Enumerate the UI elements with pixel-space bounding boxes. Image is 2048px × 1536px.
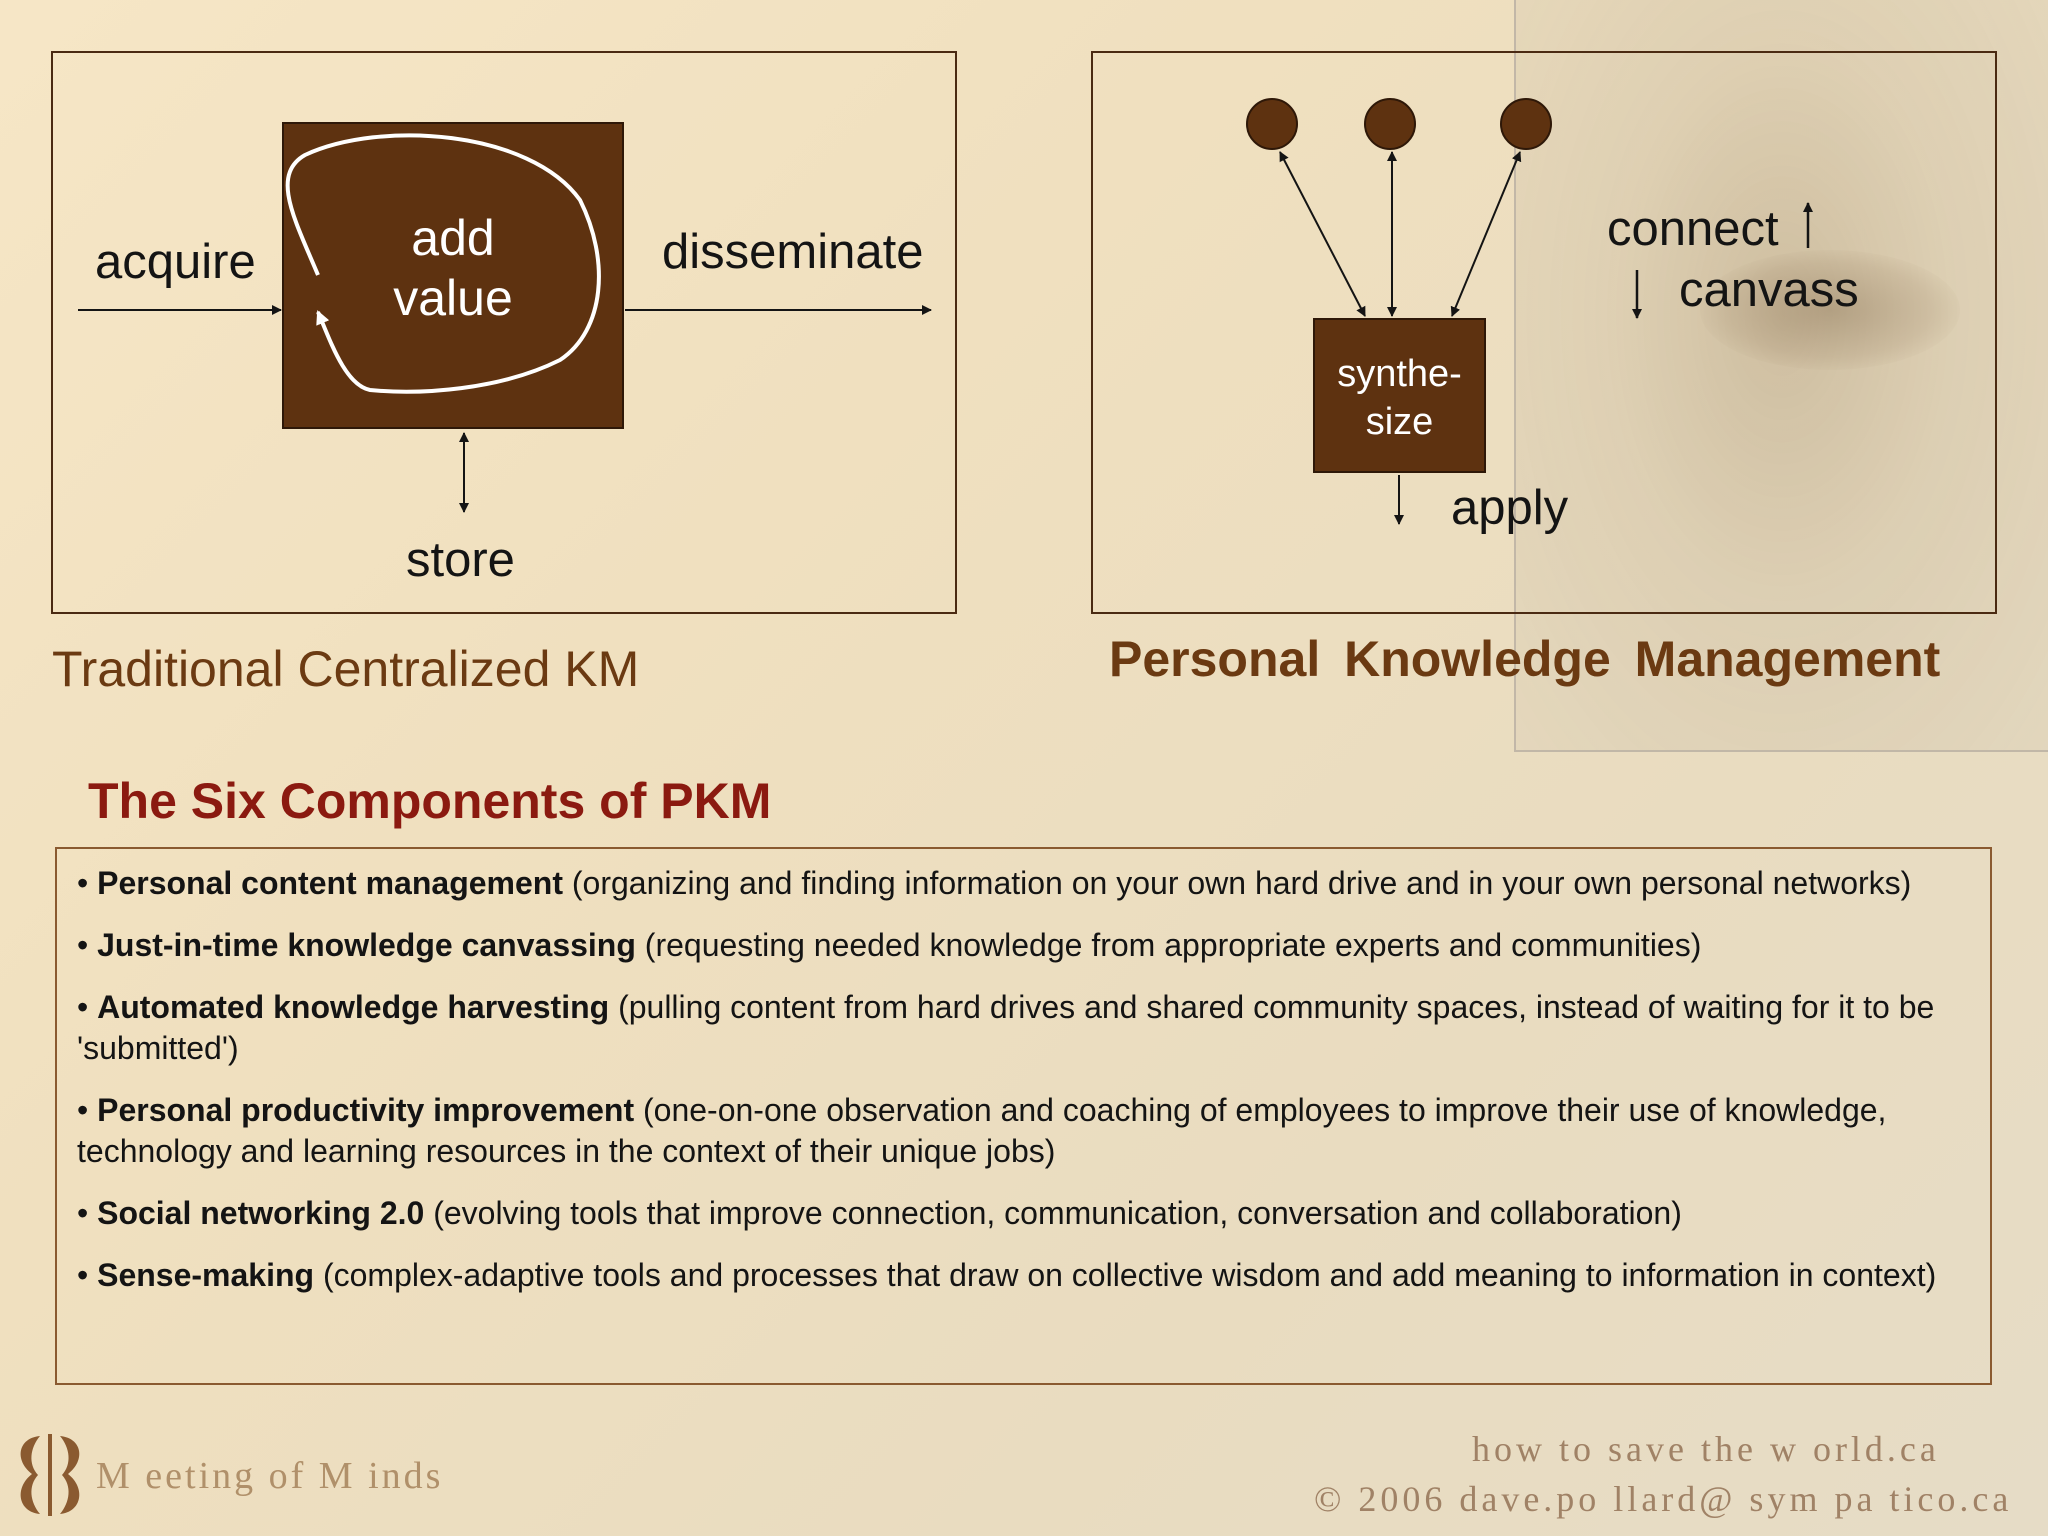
network-node-1 (1246, 98, 1298, 150)
canvass-label: canvass (1679, 263, 1859, 317)
add-value-line2: value (393, 270, 513, 326)
component-item-6: • Sense-making (complex-adaptive tools a… (77, 1255, 1968, 1296)
synthesize-line2: size (1365, 401, 1434, 443)
component-desc: (organizing and finding information on y… (562, 865, 1912, 901)
connect-label: connect (1607, 202, 1779, 256)
component-term: Sense-making (97, 1257, 315, 1293)
components-list: • Personal content management (organizin… (55, 847, 1992, 1385)
component-desc: (complex-adaptive tools and processes th… (314, 1257, 1937, 1293)
meeting-of-minds-logo-icon (20, 1434, 80, 1516)
add-value-line1: add (411, 210, 495, 266)
network-node-2 (1364, 98, 1416, 150)
node3-arrow (1450, 151, 1522, 317)
pkm-title: Personal Knowledge Management (1109, 631, 1941, 687)
add-value-loop-arrow (285, 133, 601, 394)
component-desc: (evolving tools that improve connection,… (424, 1195, 1682, 1231)
component-term: Personal content management (97, 865, 563, 901)
component-item-4: • Personal productivity improvement (one… (77, 1090, 1968, 1172)
disseminate-label: disseminate (662, 225, 924, 279)
node1-arrow (1279, 151, 1366, 317)
footer-copyright: © 2006 dave.po llard@ sym pa tico.ca (1314, 1479, 2013, 1519)
component-desc: (requesting needed knowledge from approp… (635, 927, 1702, 963)
component-desc: (one-on-one observation and coaching of … (77, 1092, 1887, 1169)
component-item-1: • Personal content management (organizin… (77, 863, 1968, 904)
bullet: • (77, 865, 89, 901)
component-item-3: • Automated knowledge harvesting (pullin… (77, 987, 1968, 1069)
component-item-2: • Just-in-time knowledge canvassing (req… (77, 925, 1968, 966)
bullet: • (77, 1195, 89, 1231)
acquire-label: acquire (95, 235, 256, 289)
footer-url: how to save the w orld.ca (1472, 1429, 1940, 1469)
apply-label: apply (1451, 481, 1569, 535)
six-components-title: The Six Components of PKM (88, 773, 772, 829)
add-value-label: add value (284, 208, 622, 328)
bullet: • (77, 1092, 89, 1128)
background-photo-overlay (1514, 0, 2048, 752)
bullet: • (77, 927, 89, 963)
component-item-5: • Social networking 2.0 (evolving tools … (77, 1193, 1968, 1234)
component-term: Social networking 2.0 (97, 1195, 425, 1231)
synthesize-label: synthe- size (1315, 350, 1484, 446)
pkm-diagram-frame (1091, 51, 1997, 614)
traditional-km-title: Traditional Centralized KM (52, 641, 640, 697)
component-desc: (pulling content from hard drives and sh… (77, 989, 1935, 1066)
store-label: store (406, 533, 515, 587)
add-value-box: add value (282, 122, 624, 429)
synthesize-box: synthe- size (1313, 318, 1486, 473)
traditional-km-diagram-frame (51, 51, 957, 614)
component-term: Just-in-time knowledge canvassing (97, 927, 636, 963)
component-term: Automated knowledge harvesting (97, 989, 610, 1025)
network-node-3 (1500, 98, 1552, 150)
synthesize-line1: synthe- (1337, 353, 1462, 395)
component-term: Personal productivity improvement (97, 1092, 635, 1128)
bullet: • (77, 989, 89, 1025)
footer-brand: M eeting of M inds (96, 1455, 444, 1497)
bullet: • (77, 1257, 89, 1293)
eye-image (1700, 250, 1960, 370)
